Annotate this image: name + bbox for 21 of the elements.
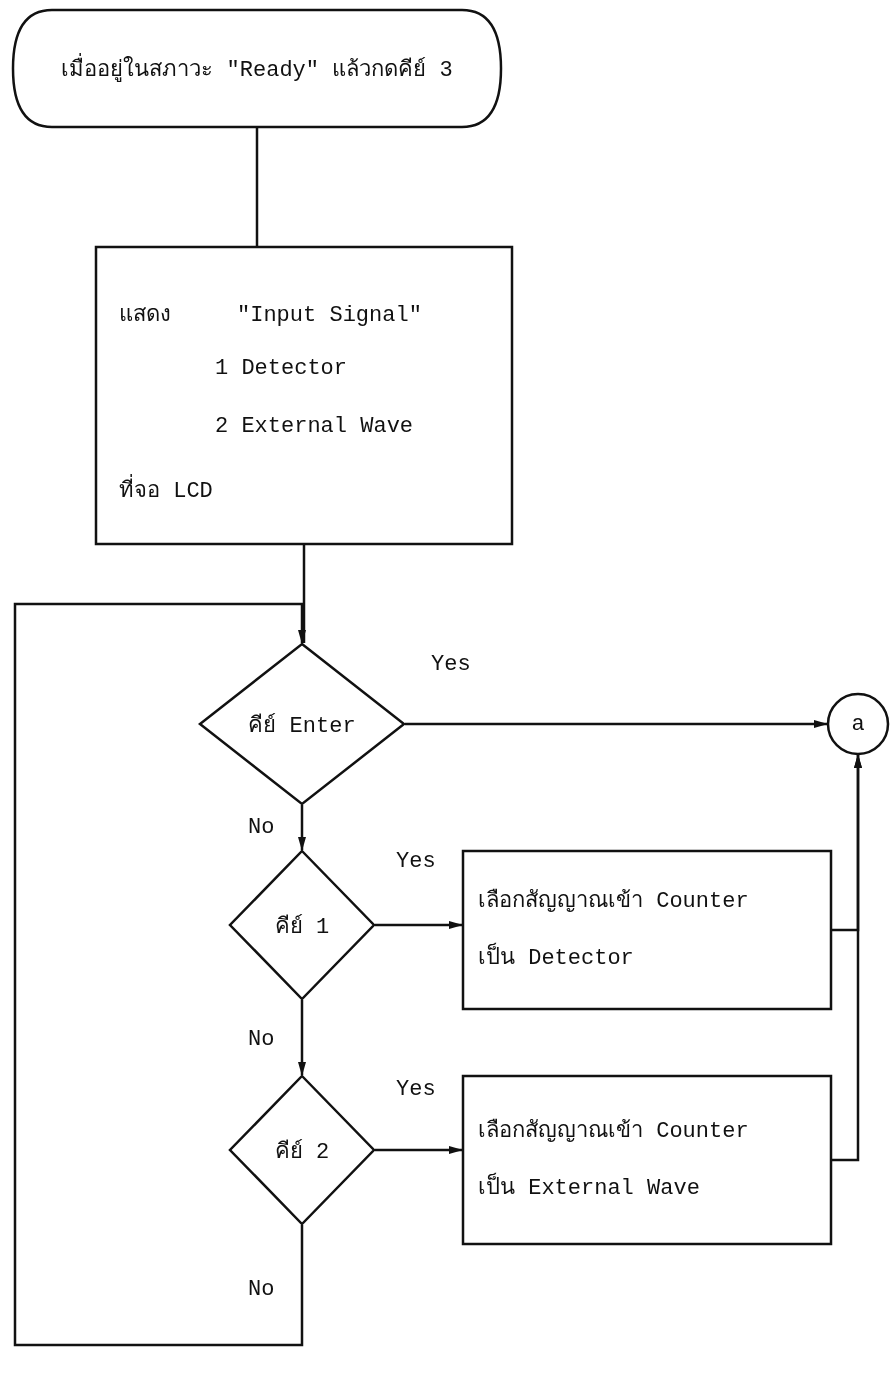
box-text: ที่จอ LCD bbox=[119, 472, 213, 507]
start-terminal: เมื่ออยู่ในสภาวะ "Ready" แล้วกดคีย์ 3 bbox=[12, 9, 502, 128]
arrow bbox=[832, 754, 862, 1162]
arrow bbox=[298, 1000, 306, 1076]
box-text: 1 Detector bbox=[215, 356, 348, 381]
connector-line bbox=[302, 545, 306, 643]
process-box bbox=[95, 246, 513, 545]
connector-line bbox=[255, 128, 259, 246]
connector-circle: a bbox=[827, 693, 889, 755]
box-text: 2 External Wave bbox=[215, 414, 414, 439]
process-box: เลือกสัญญาณเข้า Counter เป็น External Wave bbox=[462, 1075, 832, 1245]
decision-diamond: คีย์ 1 bbox=[229, 850, 375, 1000]
box-text: แสดง "Input Signal" bbox=[119, 302, 422, 330]
arrow bbox=[13, 602, 306, 1347]
arrow bbox=[405, 720, 828, 728]
decision-diamond: คีย์ 2 bbox=[229, 1075, 375, 1225]
arrow bbox=[375, 1146, 463, 1154]
process-box: เลือกสัญญาณเข้า Counter เป็น Detector bbox=[462, 850, 832, 1010]
arrow bbox=[375, 921, 463, 929]
decision-diamond: คีย์ Enter bbox=[199, 643, 405, 805]
arrow bbox=[298, 805, 306, 851]
